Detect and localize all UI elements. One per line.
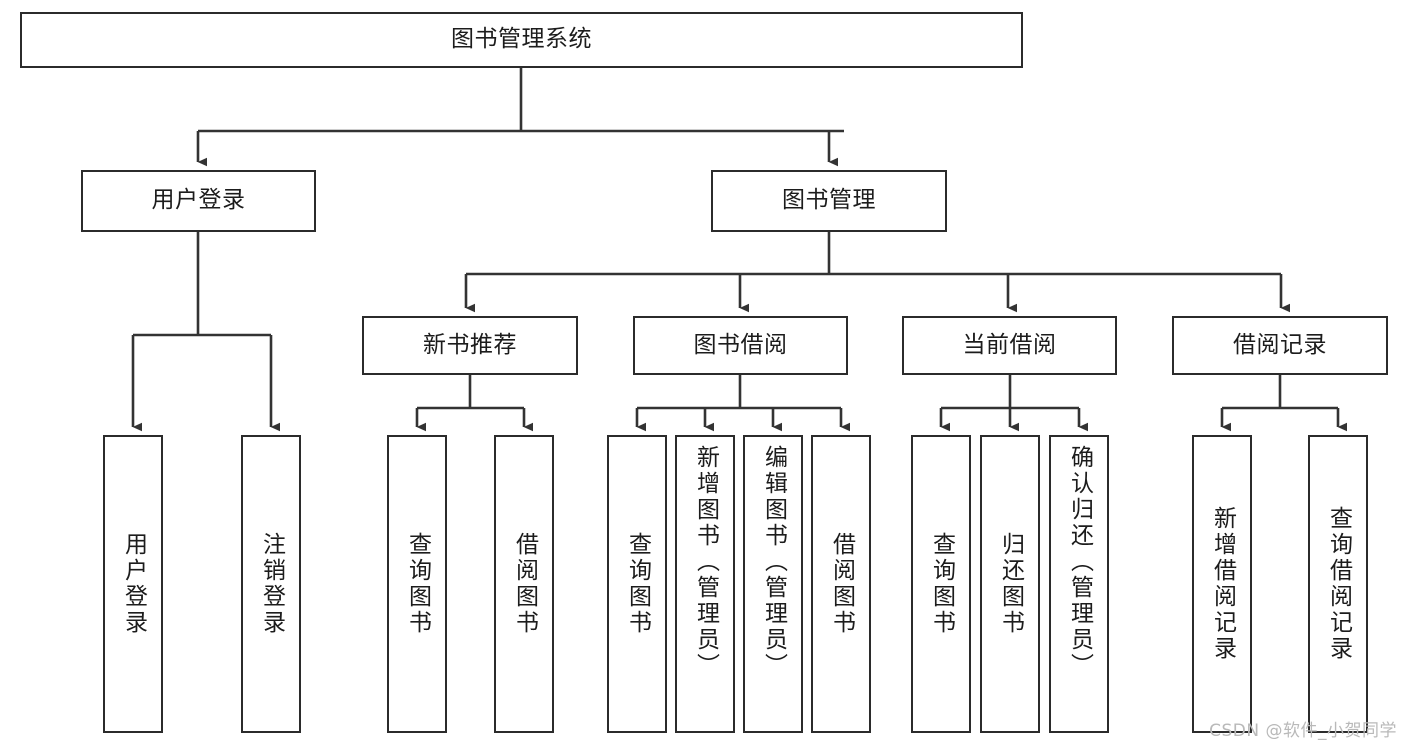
node-leaf-borrow-add-book[interactable]: 新增图书（管理员） xyxy=(675,435,735,733)
node-label: 新增图书（管理员） xyxy=(692,445,719,679)
node-leaf-rec-query-book[interactable]: 查询图书 xyxy=(387,435,447,733)
node-leaf-borrow-query-book[interactable]: 查询图书 xyxy=(607,435,667,733)
node-book-management[interactable]: 图书管理 xyxy=(711,170,947,232)
node-root-system[interactable]: 图书管理系统 xyxy=(20,12,1023,68)
node-label: 新增借阅记录 xyxy=(1209,506,1236,662)
node-leaf-borrow-edit-book[interactable]: 编辑图书（管理员） xyxy=(743,435,803,733)
node-leaf-rec-borrow-book[interactable]: 借阅图书 xyxy=(494,435,554,733)
node-label: 用户登录 xyxy=(120,532,147,636)
node-leaf-user-logout[interactable]: 注销登录 xyxy=(241,435,301,733)
node-label: 新书推荐 xyxy=(423,331,517,358)
node-label: 借阅图书 xyxy=(828,532,855,636)
node-leaf-cur-return-book[interactable]: 归还图书 xyxy=(980,435,1040,733)
node-label: 用户登录 xyxy=(151,187,246,214)
node-leaf-user-login[interactable]: 用户登录 xyxy=(103,435,163,733)
node-new-book-recommend[interactable]: 新书推荐 xyxy=(362,316,578,375)
node-leaf-cur-confirm-return[interactable]: 确认归还（管理员） xyxy=(1049,435,1109,733)
node-label: 注销登录 xyxy=(258,532,285,636)
node-user-login[interactable]: 用户登录 xyxy=(81,170,316,232)
node-leaf-borrow-borrow-book[interactable]: 借阅图书 xyxy=(811,435,871,733)
node-borrow-record[interactable]: 借阅记录 xyxy=(1172,316,1388,375)
node-label: 查询图书 xyxy=(928,532,955,636)
node-current-borrow[interactable]: 当前借阅 xyxy=(902,316,1117,375)
node-label: 图书管理 xyxy=(782,187,876,214)
node-leaf-record-query[interactable]: 查询借阅记录 xyxy=(1308,435,1368,733)
node-label: 查询图书 xyxy=(624,532,651,636)
node-leaf-record-add[interactable]: 新增借阅记录 xyxy=(1192,435,1252,733)
node-leaf-cur-query-book[interactable]: 查询图书 xyxy=(911,435,971,733)
node-label: 确认归还（管理员） xyxy=(1066,445,1093,679)
node-label: 查询借阅记录 xyxy=(1325,506,1352,662)
node-book-borrow[interactable]: 图书借阅 xyxy=(633,316,848,375)
node-label: 借阅图书 xyxy=(511,532,538,636)
node-label: 查询图书 xyxy=(404,532,431,636)
csdn-watermark: CSDN @软件_小贺同学 xyxy=(1209,721,1397,741)
node-label: 图书借阅 xyxy=(693,331,788,358)
node-label: 编辑图书（管理员） xyxy=(760,445,787,679)
node-label: 归还图书 xyxy=(997,532,1024,636)
node-label: 图书管理系统 xyxy=(451,26,592,53)
node-label: 借阅记录 xyxy=(1233,331,1327,358)
node-label: 当前借阅 xyxy=(962,331,1057,358)
